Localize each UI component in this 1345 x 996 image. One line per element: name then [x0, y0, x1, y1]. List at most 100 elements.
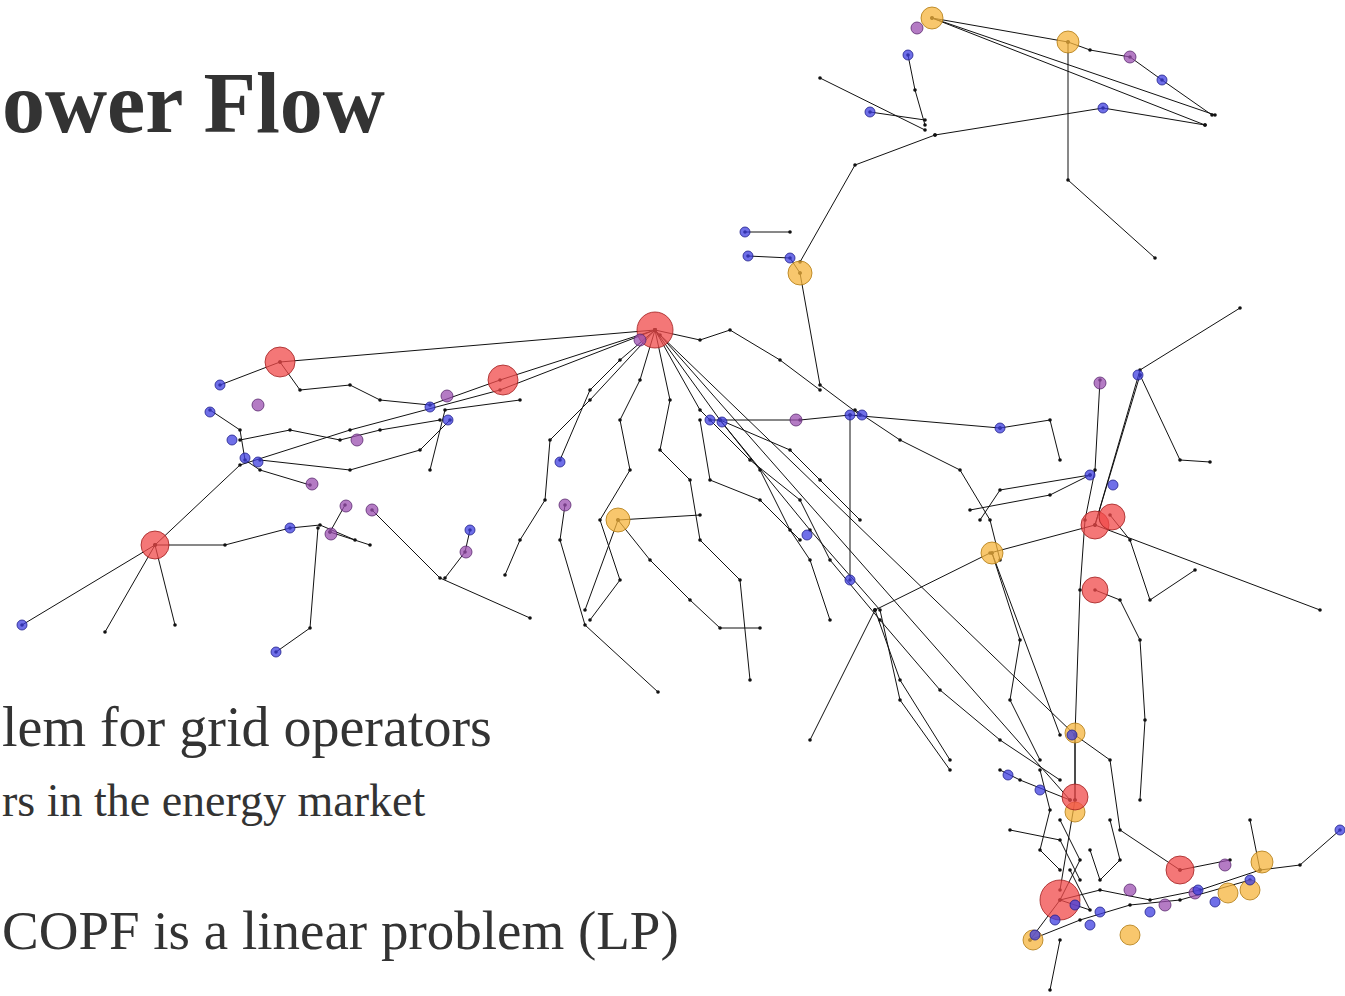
transmission-line: [820, 78, 925, 130]
purple-bus: [559, 499, 571, 511]
junction-dot: [698, 538, 702, 542]
junction-dot: [758, 498, 762, 502]
junction-dot: [788, 528, 792, 532]
orange-bus: [1251, 851, 1273, 873]
junction-dot: [688, 598, 692, 602]
purple-bus: [252, 399, 264, 411]
junction-dot: [948, 768, 952, 772]
blue-bus: [1085, 920, 1095, 930]
junction-dot: [1248, 818, 1252, 822]
junction-dot: [1018, 638, 1022, 642]
junction-dot: [543, 498, 547, 502]
junction-dot: [353, 538, 357, 542]
junction-dot: [558, 538, 562, 542]
transmission-line: [1040, 770, 1060, 870]
transmission-line: [1068, 42, 1155, 258]
orange-bus: [788, 261, 812, 285]
junction-dot: [588, 388, 592, 392]
junction-dot: [1098, 878, 1102, 882]
blue-bus: [1133, 370, 1143, 380]
orange-bus-group: [606, 7, 1273, 950]
junction-dot: [298, 388, 302, 392]
junction-dot: [1118, 858, 1122, 862]
blue-bus: [903, 50, 913, 60]
blue-bus: [1245, 875, 1255, 885]
junction-dot: [583, 623, 587, 627]
blue-bus: [1193, 885, 1203, 895]
junction-dot: [933, 133, 937, 137]
junction-dot: [1178, 898, 1182, 902]
junction-dot: [878, 608, 882, 612]
junction-dot: [1088, 848, 1092, 852]
purple-bus: [366, 504, 378, 516]
purple-bus: [1159, 899, 1171, 911]
transmission-line: [155, 525, 355, 545]
transmission-line: [932, 18, 1068, 42]
blue-bus: [802, 530, 812, 540]
transmission-line: [560, 330, 655, 460]
blue-bus: [205, 407, 215, 417]
transmission-line: [220, 330, 655, 405]
junction-dot: [758, 468, 762, 472]
transmission-line: [810, 610, 875, 740]
junction-dot: [1128, 538, 1132, 542]
blue-bus: [1003, 770, 1013, 780]
transmission-line: [992, 553, 1060, 735]
junction-dot: [873, 608, 877, 612]
transmission-line: [700, 420, 800, 540]
junction-dot: [738, 578, 742, 582]
transmission-line: [210, 410, 310, 485]
junction-dot: [898, 438, 902, 442]
junction-dot: [788, 230, 792, 234]
junction-dot: [518, 538, 522, 542]
purple-bus: [1219, 859, 1231, 871]
blue-bus: [1157, 75, 1167, 85]
transmission-line: [105, 545, 155, 632]
transmission-line: [1090, 820, 1120, 880]
junction-dot: [1048, 418, 1052, 422]
junction-dot: [618, 358, 622, 362]
transmission-line: [430, 400, 520, 470]
junction-dot: [938, 688, 942, 692]
transmission-line: [908, 55, 925, 125]
junction-dot: [1178, 458, 1182, 462]
purple-bus: [441, 390, 453, 402]
junction-dot: [853, 163, 857, 167]
junction-dot: [708, 478, 712, 482]
red-bus: [1099, 504, 1125, 530]
junction-dot: [378, 428, 382, 432]
junction-dot: [998, 488, 1002, 492]
transmission-line: [590, 330, 655, 620]
junction-dot: [1058, 733, 1062, 737]
junction-dot: [933, 133, 937, 137]
blue-bus: [240, 453, 250, 463]
purple-bus: [325, 528, 337, 540]
junction-dot: [223, 543, 227, 547]
blue-bus: [17, 620, 27, 630]
blue-bus: [1210, 897, 1220, 907]
junction-dot: [1068, 868, 1072, 872]
junction-dot: [308, 626, 312, 630]
transmission-line: [1000, 770, 1070, 800]
junction-dot: [443, 576, 447, 580]
junction-dot: [898, 698, 902, 702]
junction-dot: [528, 616, 532, 620]
junction-dot: [338, 438, 342, 442]
transmission-line: [1095, 375, 1140, 525]
junction-dot: [978, 518, 982, 522]
transmission-line: [260, 420, 450, 470]
transmission-line: [992, 553, 1040, 760]
junction-dot: [728, 328, 732, 332]
blue-bus: [845, 575, 855, 585]
junction-dot: [583, 608, 587, 612]
junction-dot: [1148, 898, 1152, 902]
red-bus: [1062, 784, 1088, 810]
transmission-line: [1030, 830, 1340, 940]
bullet-text: COPF is a linear problem (LP): [2, 898, 679, 964]
junction-dot: [1088, 48, 1092, 52]
junction-dot: [1058, 818, 1062, 822]
junction-dot: [1203, 123, 1207, 127]
blue-bus: [1030, 930, 1040, 940]
junction-dot: [443, 408, 447, 412]
purple-bus: [340, 500, 352, 512]
